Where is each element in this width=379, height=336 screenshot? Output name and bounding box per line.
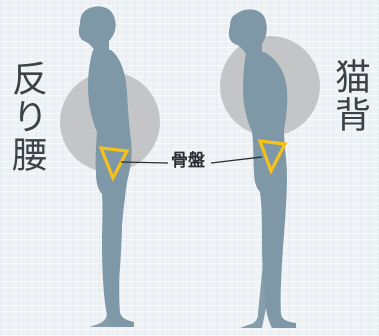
pelvis-label: 骨盤 bbox=[171, 153, 205, 170]
hunchback-label: 猫背 bbox=[331, 58, 367, 134]
swayback-label: 反り腰 bbox=[8, 60, 44, 174]
swayback-figure bbox=[79, 6, 134, 327]
